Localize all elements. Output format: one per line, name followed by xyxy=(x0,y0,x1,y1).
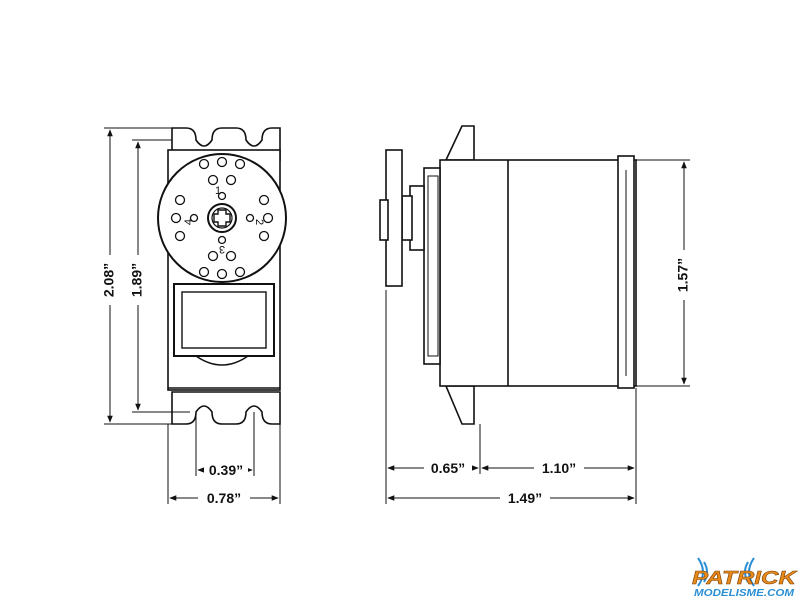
servo-case-side xyxy=(439,159,637,387)
horn-label-3: 3 xyxy=(219,243,225,255)
label-hole-spacing: 0.39” xyxy=(209,462,243,478)
horn-arm-labels: 1 2 3 4 xyxy=(183,185,265,255)
front-dimension-labels: 2.08” 1.89” 0.39” 0.78” xyxy=(100,255,250,506)
side-mounting-flange xyxy=(444,125,475,161)
label-side-height: 1.57” xyxy=(675,258,691,292)
bottom-mounting-tab xyxy=(171,391,281,425)
watermark-site: MODELISME.COM xyxy=(694,588,795,599)
side-view xyxy=(379,125,637,425)
watermark-brand: PATRICK xyxy=(692,568,799,588)
phillips-cross-icon xyxy=(213,209,231,227)
horn-label-4: 4 xyxy=(183,219,195,225)
label-total-height: 2.08” xyxy=(101,263,117,297)
label-body-width: 0.78” xyxy=(207,490,241,506)
side-dimension-labels: 1.57” 0.65” 1.10” 1.49” xyxy=(424,250,694,506)
front-view xyxy=(157,127,287,425)
wifi-signal-icon xyxy=(697,557,755,587)
horn-label-2: 2 xyxy=(253,219,265,225)
label-window xyxy=(173,283,275,357)
label-spline-offset: 0.65” xyxy=(431,460,465,476)
label-case-depth: 1.10” xyxy=(542,460,576,476)
horn-holes xyxy=(170,156,274,280)
watermark-logo: PATRICK MODELISME.COM xyxy=(692,557,799,599)
horn-label-1: 1 xyxy=(215,185,221,197)
label-total-depth: 1.49” xyxy=(508,490,542,506)
label-body-height: 1.89” xyxy=(129,263,145,297)
